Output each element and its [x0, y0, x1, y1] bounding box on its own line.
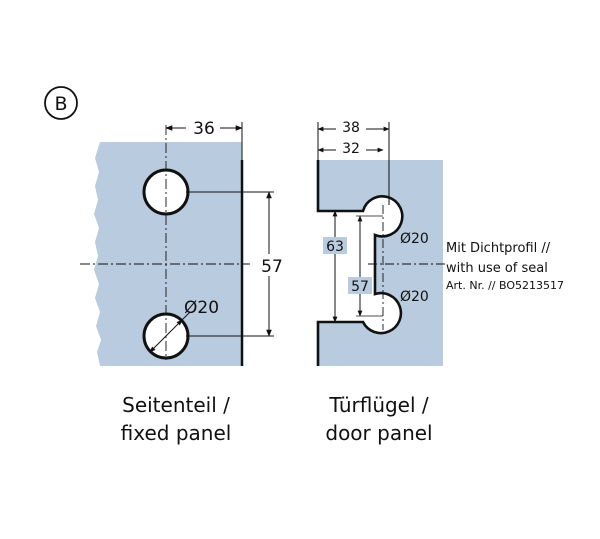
- hole-dia-line: [149, 319, 183, 353]
- badge-letter: B: [54, 93, 67, 115]
- fixed-panel-drawing: 36 57 Ø20: [80, 117, 288, 366]
- fixed-caption-line1: Seitenteil /: [122, 393, 230, 417]
- door-panel-cutout-outline: [316, 160, 404, 366]
- door-caption-line1: Türflügel /: [328, 393, 429, 417]
- door-hole-bottom-label: Ø20: [400, 289, 429, 305]
- hole-dia-leader: [181, 311, 191, 321]
- door-caption-line2: door panel: [325, 421, 432, 445]
- dim57b-bg: [348, 277, 372, 294]
- door-panel-drawing: 38 32 63 57 Ø20 Ø20: [316, 118, 445, 366]
- seal-note-line3: Art. Nr. // BO5213517: [446, 279, 564, 292]
- dim-fixed-height: 57: [261, 257, 283, 277]
- dim36-bg: [186, 117, 220, 137]
- dim38-bg: [336, 118, 366, 134]
- dim63-bg: [323, 237, 347, 254]
- dim-door-inner: 32: [342, 141, 360, 157]
- seal-note: Mit Dichtprofil // with use of seal Art.…: [446, 241, 564, 292]
- fixed-hole-label: Ø20: [184, 298, 219, 318]
- dim57-bg: [258, 254, 288, 276]
- badge-circle: [44, 86, 78, 120]
- dim-door-outer: 38: [342, 120, 360, 136]
- dim-door-height-inner: 57: [351, 279, 369, 295]
- door-panel-glass: [318, 160, 443, 366]
- fixed-caption-line2: fixed panel: [121, 421, 232, 445]
- door-hole-top-label: Ø20: [400, 231, 429, 247]
- seal-note-line2: with use of seal: [446, 261, 548, 276]
- seal-note-line1: Mit Dichtprofil //: [446, 241, 551, 256]
- dim-door-height-outer: 63: [326, 239, 344, 255]
- fixed-panel-glass: [94, 142, 242, 366]
- detail-badge: B: [44, 86, 78, 120]
- dim-fixed-width: 36: [193, 119, 215, 139]
- dim32-bg: [336, 139, 366, 155]
